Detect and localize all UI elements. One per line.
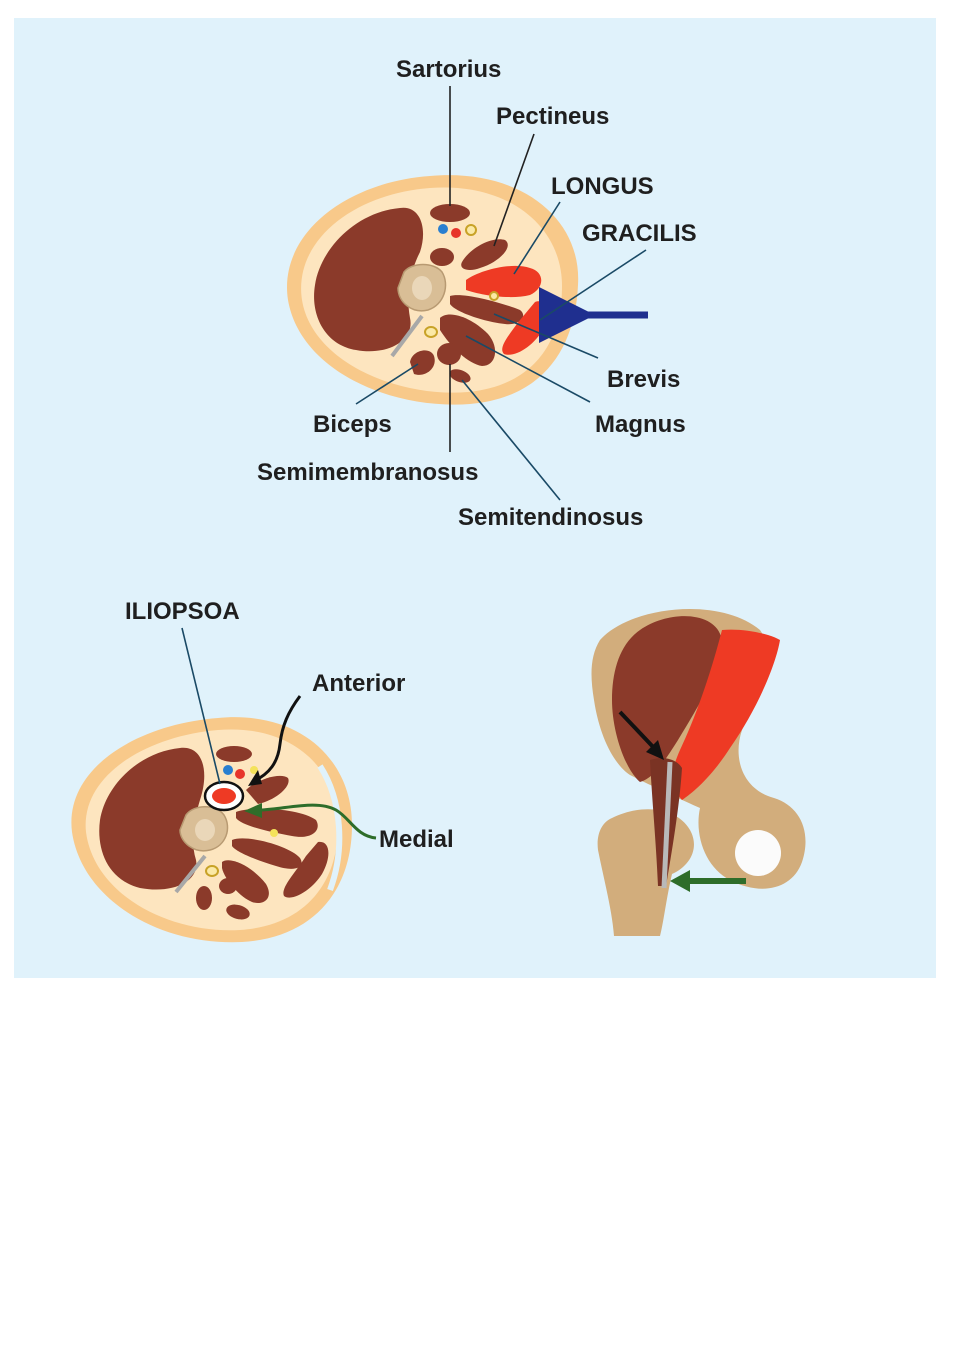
label-anterior: Anterior xyxy=(312,670,405,697)
label-magnus: Magnus xyxy=(595,411,686,438)
thigh-cross-section-bottom xyxy=(71,717,352,943)
top-pectineus-muscle xyxy=(461,239,508,270)
bottom-fat-gap xyxy=(317,764,343,892)
top-semimembranosus-muscle xyxy=(437,343,461,365)
label-brevis: Brevis xyxy=(607,366,680,393)
top-adductor-magnus-muscle xyxy=(440,314,496,366)
anterior-black-arrow-icon xyxy=(251,695,302,784)
iliopsoa-leader-line xyxy=(181,627,221,785)
hip-green-arrowhead xyxy=(670,870,690,892)
bottom-obturator-nerve xyxy=(270,829,278,837)
medial-green-arrow-icon xyxy=(261,803,377,840)
anterior-arrowhead xyxy=(248,770,262,786)
top-obturator-nerve xyxy=(489,291,499,301)
bottom-semitendinosus-muscle xyxy=(226,904,250,920)
hip-illustration xyxy=(591,608,806,936)
top-septum-line xyxy=(390,314,424,358)
bottom-biceps-muscle xyxy=(196,886,212,910)
bottom-semimembranosus-muscle xyxy=(219,878,237,894)
bottom-nerve xyxy=(250,766,258,774)
bottom-adductor-magnus-muscle xyxy=(232,838,302,869)
top-adductor-longus-muscle xyxy=(466,265,542,298)
label-pectineus: Pectineus xyxy=(496,103,609,130)
top-sartorius-muscle xyxy=(430,204,470,222)
label-longus: LONGUS xyxy=(551,173,654,200)
top-biceps-muscle xyxy=(410,350,435,375)
top-gracilis-muscle xyxy=(502,301,548,355)
top-quadriceps-muscle xyxy=(314,207,424,352)
top-vein xyxy=(438,224,448,234)
top-leader-lines xyxy=(355,86,647,501)
hip-black-arrowhead xyxy=(646,740,664,760)
top-sciatic-nerve xyxy=(424,326,438,338)
obturator-foramen xyxy=(735,830,781,876)
bottom-sciatic-nerve xyxy=(205,865,219,877)
top-femur-marrow xyxy=(412,276,432,300)
bottom-sartorius-muscle xyxy=(216,746,252,762)
label-semimembranosus: Semimembranosus xyxy=(257,459,478,486)
thigh-cross-section-top xyxy=(287,175,579,405)
tendon-highlight-line xyxy=(661,761,673,889)
psoas-muscle xyxy=(672,629,780,800)
bottom-femur-marrow xyxy=(195,819,215,841)
label-sartorius: Sartorius xyxy=(396,56,501,83)
bottom-gracilis-muscle xyxy=(283,841,329,898)
top-artery xyxy=(451,228,461,238)
bottom-septum-line xyxy=(174,854,207,894)
label-gracilis: GRACILIS xyxy=(582,220,697,247)
medial-arrowhead xyxy=(244,803,262,818)
bottom-iliopsoas-muscle xyxy=(212,788,236,804)
bottom-vein xyxy=(223,765,233,775)
label-semitendinosus: Semitendinosus xyxy=(458,504,643,531)
iliacus-muscle xyxy=(612,616,722,782)
bottom-hamstring-muscle xyxy=(222,860,269,904)
top-semitendinosus-muscle xyxy=(449,369,471,383)
hip-black-arrow-icon xyxy=(618,710,658,752)
label-biceps: Biceps xyxy=(313,411,392,438)
femur-bone xyxy=(597,809,694,936)
top-nerve xyxy=(465,224,477,236)
bottom-quadriceps-muscle xyxy=(99,747,205,890)
top-vastus-medialis-muscle xyxy=(430,248,454,266)
label-medial: Medial xyxy=(379,826,454,853)
bottom-artery xyxy=(235,769,245,779)
label-iliopsoa: ILIOPSOA xyxy=(125,598,240,625)
top-adductor-brevis-muscle xyxy=(450,295,524,325)
